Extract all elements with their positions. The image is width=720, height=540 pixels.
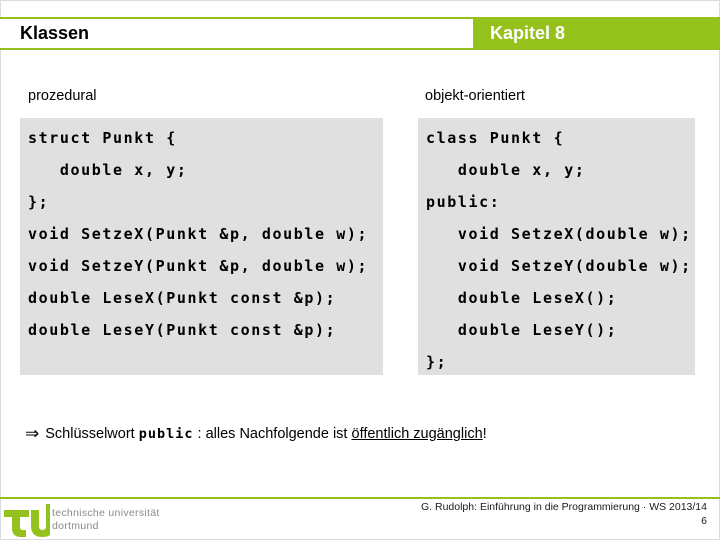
page-title: Klassen [0, 17, 473, 50]
code-line: double LeseY(); [426, 321, 618, 339]
university-name: technische universität dortmund [52, 507, 160, 532]
code-line: void SetzeX(Punkt &p, double w); [28, 225, 369, 243]
code-block-prozedural: struct Punkt { double x, y; }; void Setz… [20, 118, 383, 375]
course-credit: G. Rudolph: Einführung in die Programmie… [421, 501, 707, 513]
footer-credit-block: G. Rudolph: Einführung in die Programmie… [421, 500, 707, 528]
chapter-badge: Kapitel 8 [473, 17, 720, 50]
code-line: double x, y; [28, 161, 188, 179]
code-line: public: [426, 193, 501, 211]
note-text: : alles Nachfolgende ist [193, 426, 352, 442]
conclusion-note: ⇒ Schlüsselwort public : alles Nachfolgen… [25, 424, 487, 444]
note-text: Schlüsselwort [45, 426, 139, 442]
code-line: class Punkt { [426, 129, 565, 147]
note-underlined-text: öffentlich zugänglich [351, 426, 483, 442]
label-objektorientiert: objekt-orientiert [425, 88, 525, 104]
tu-dortmund-logo-icon [4, 504, 50, 537]
footer-divider [0, 497, 720, 499]
note-keyword: public [138, 426, 194, 442]
code-line: void SetzeY(Punkt &p, double w); [28, 257, 369, 275]
code-line: }; [28, 193, 50, 211]
code-block-objektorientiert: class Punkt { double x, y; public: void … [418, 118, 695, 375]
note-text: ! [482, 426, 487, 442]
code-line: void SetzeX(double w); [426, 225, 692, 243]
header-bar: Klassen Kapitel 8 [0, 17, 720, 50]
code-line: double LeseX(Punkt const &p); [28, 289, 337, 307]
code-line: }; [426, 353, 448, 371]
code-line: double LeseY(Punkt const &p); [28, 321, 337, 339]
code-line: void SetzeY(double w); [426, 257, 692, 275]
implies-arrow-icon: ⇒ [25, 424, 40, 443]
label-prozedural: prozedural [28, 88, 97, 104]
university-name-line2: dortmund [52, 519, 99, 532]
page-number: 6 [701, 515, 707, 527]
university-name-line1: technische universität [52, 507, 160, 519]
code-line: double LeseX(); [426, 289, 618, 307]
code-line: struct Punkt { [28, 129, 177, 147]
code-line: double x, y; [426, 161, 586, 179]
